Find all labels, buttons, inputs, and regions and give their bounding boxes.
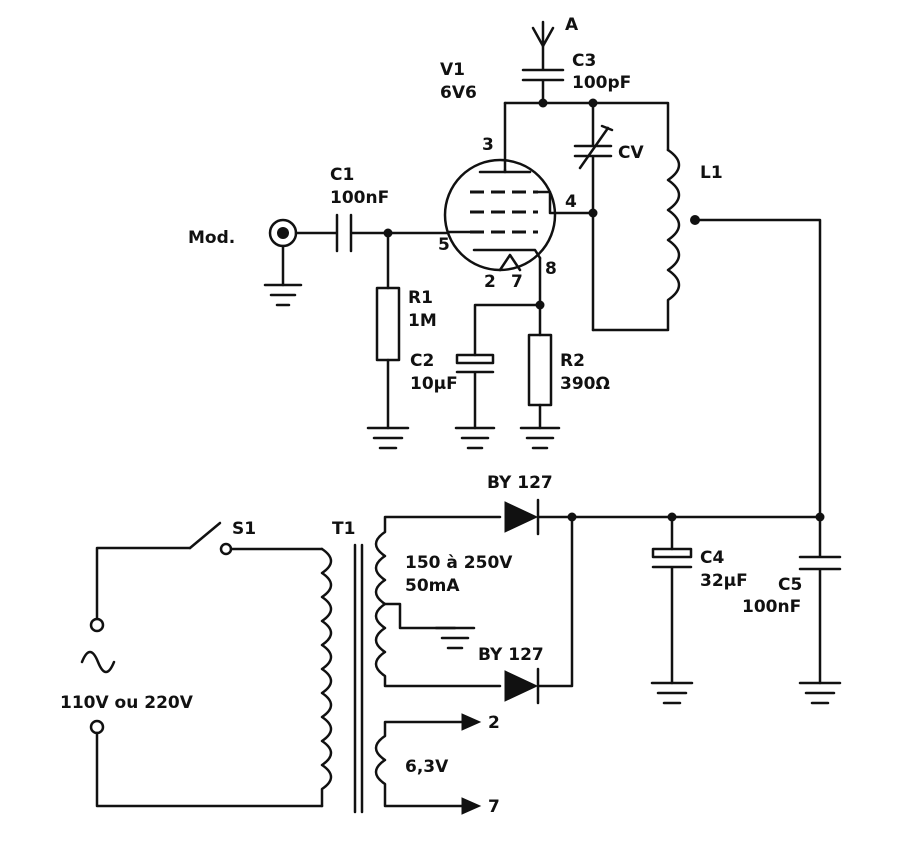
variable-capacitor-cv: CV: [573, 101, 644, 332]
capacitor-c5: C5 100nF: [742, 515, 842, 705]
ground-mod: [263, 283, 303, 307]
heater-winding-label: 6,3V: [405, 757, 449, 777]
c1-value: 100nF: [330, 188, 389, 208]
c2-value: 10µF: [410, 374, 458, 394]
diode-d2: BY 127: [478, 515, 574, 705]
t1-core: [353, 543, 364, 814]
pin-heater-a: 2: [484, 272, 496, 292]
heater-arrow-a: [461, 713, 482, 731]
resistor-r1: R1 1M: [366, 231, 437, 450]
ac-symbol: [80, 650, 116, 674]
ground-r2: [519, 426, 561, 450]
t1-heater-secondary: [374, 720, 467, 808]
pin-cathode: 8: [545, 259, 557, 279]
c2-ref: C2: [410, 351, 434, 371]
r2-value: 390Ω: [560, 374, 610, 394]
t1-primary: [320, 547, 333, 808]
mod-label: Mod.: [188, 228, 235, 248]
pin-plate: 3: [482, 135, 494, 155]
s1-ref: S1: [232, 519, 256, 539]
mains-input: 110V ou 220V: [60, 546, 324, 808]
d2-ref: BY 127: [478, 645, 544, 665]
heater-arrow-b: [461, 797, 482, 815]
antenna: A: [531, 15, 579, 48]
hv-winding-label: 150 à 250V: [405, 553, 513, 573]
heater-out-b: 7: [488, 797, 500, 817]
c4-value: 32µF: [700, 571, 748, 591]
t1-ref: T1: [332, 519, 355, 539]
center-tap-wire: [383, 602, 457, 630]
coil-l1: L1: [591, 148, 723, 332]
l1-ref: L1: [700, 163, 723, 183]
tube-v1: V1 6V6 3 4 5 2 7 8: [438, 60, 595, 292]
pin-grid: 5: [438, 235, 450, 255]
ground-center-tap: [434, 626, 476, 650]
switch-s1[interactable]: S1: [188, 519, 324, 556]
antenna-label: A: [565, 15, 579, 35]
mod-input-jack: Mod.: [188, 218, 303, 307]
d1-ref: BY 127: [487, 473, 553, 493]
c5-value: 100nF: [742, 597, 801, 617]
ground-c5: [798, 681, 842, 705]
pin-heater-b: 7: [511, 272, 523, 292]
heater-out-a: 2: [488, 713, 500, 733]
ground-r1: [366, 426, 410, 450]
ground-c4: [650, 681, 694, 705]
r2-ref: R2: [560, 351, 585, 371]
tube-heater: [498, 253, 522, 272]
c1-ref: C1: [330, 165, 354, 185]
tube-type: 6V6: [440, 83, 477, 103]
c3-ref: C3: [572, 51, 596, 71]
r1-value: 1M: [408, 311, 437, 331]
c4-ref: C4: [700, 548, 724, 568]
c3-value: 100pF: [572, 73, 631, 93]
transformer-t1: T1 150 à 250V 50mA 2 7 6,3V: [320, 515, 513, 817]
capacitor-c2: C2 10µF: [410, 303, 542, 450]
mains-label: 110V ou 220V: [60, 693, 194, 713]
hv-current-label: 50mA: [405, 576, 460, 596]
diode-d1: BY 127: [487, 473, 574, 536]
tube-ref: V1: [440, 60, 465, 80]
capacitor-c1: C1 100nF: [294, 165, 450, 253]
pin-screen: 4: [565, 192, 577, 212]
tube-cathode: [472, 248, 542, 260]
top-rail-wire: [503, 101, 670, 152]
junction-c3: [538, 98, 548, 108]
ground-c2: [454, 426, 496, 450]
cv-ref: CV: [618, 143, 644, 163]
c5-ref: C5: [778, 575, 802, 595]
r1-ref: R1: [408, 288, 433, 308]
b-plus-wire: [693, 218, 822, 517]
capacitor-c4: C4 32µF: [650, 515, 748, 705]
resistor-r2: R2 390Ω: [519, 303, 610, 450]
capacitor-c3: C3 100pF: [521, 44, 631, 105]
